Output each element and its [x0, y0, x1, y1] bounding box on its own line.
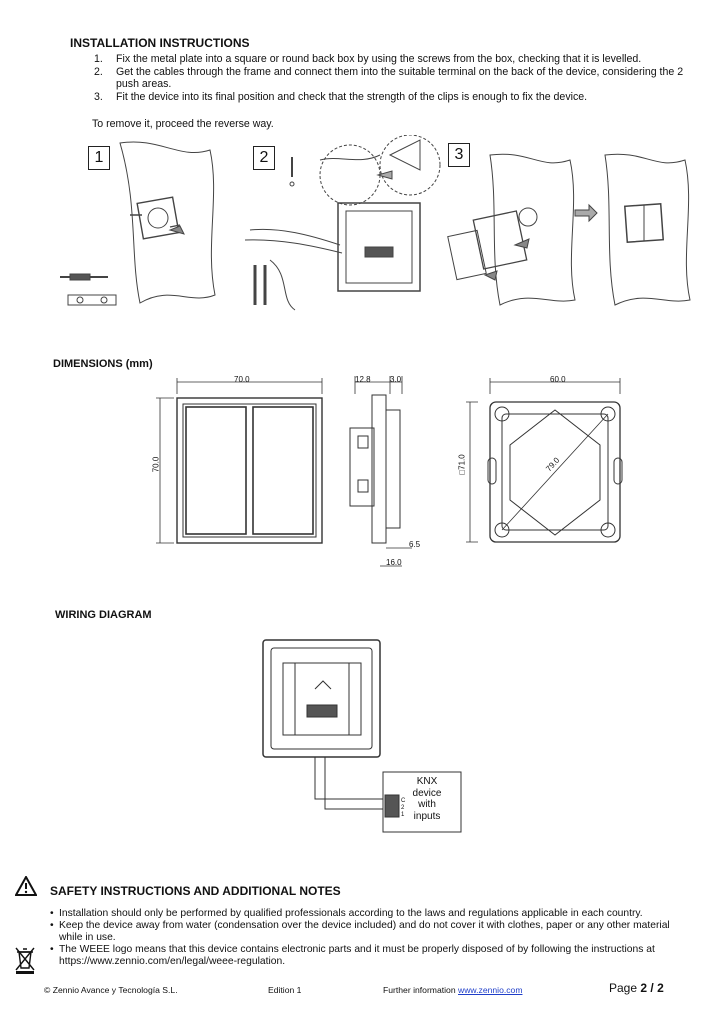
dim-side-a: 12.8 [355, 375, 371, 384]
safety-item-3: The WEEE logo means that this device con… [50, 944, 695, 968]
dim-plate-width: 60.0 [550, 375, 566, 384]
weee-bin-icon [15, 947, 35, 974]
footer-info: Further information www.zennio.com [383, 985, 523, 995]
installation-title: INSTALLATION INSTRUCTIONS [70, 36, 250, 50]
dim-side-c: 6.5 [409, 540, 421, 549]
step-item-2: 2.Get the cables through the frame and c… [94, 65, 684, 91]
dim-front-width: 70.0 [234, 375, 250, 384]
dimensions-title: DIMENSIONS (mm) [53, 358, 153, 370]
safety-item-2: Keep the device away from water (condens… [50, 920, 695, 944]
installation-figures [60, 135, 691, 311]
step-item-3: 3.Fit the device into its final position… [94, 90, 588, 103]
footer-company: © Zennio Avance y Tecnología S.L. [44, 985, 178, 995]
safety-item-1: Installation should only be performed by… [50, 908, 695, 920]
dim-side-b: 3.0 [390, 375, 402, 384]
figure-label-2: 2 [253, 146, 275, 170]
footer-edition: Edition 1 [268, 985, 302, 995]
footer-link[interactable]: www.zennio.com [458, 985, 523, 995]
terminal-labels: C 2 1 [401, 798, 406, 818]
warning-icon [15, 876, 37, 896]
remove-note: To remove it, proceed the reverse way. [92, 118, 274, 130]
knx-device-box: KNX device with inputs [412, 776, 442, 822]
dimensions-drawing [156, 376, 623, 567]
installation-steps: 1.Fix the metal plate into a square or r… [94, 53, 699, 103]
dim-front-height: 70.0 [151, 456, 161, 473]
dim-plate-height: □71.0 [457, 454, 467, 475]
step-item-1: 1.Fix the metal plate into a square or r… [94, 53, 642, 65]
wall-panel-1 [119, 141, 216, 304]
wiring-title: WIRING DIAGRAM [55, 609, 152, 621]
figure-label-1: 1 [88, 146, 110, 170]
figure-label-3: 3 [448, 143, 470, 167]
dim-side-d: 16.0 [386, 558, 402, 567]
wiring-diagram [262, 639, 462, 833]
page-number: Page 2 / 2 [609, 981, 664, 995]
safety-list: Installation should only be performed by… [50, 908, 695, 968]
safety-title: SAFETY INSTRUCTIONS AND ADDITIONAL NOTES [50, 884, 341, 898]
